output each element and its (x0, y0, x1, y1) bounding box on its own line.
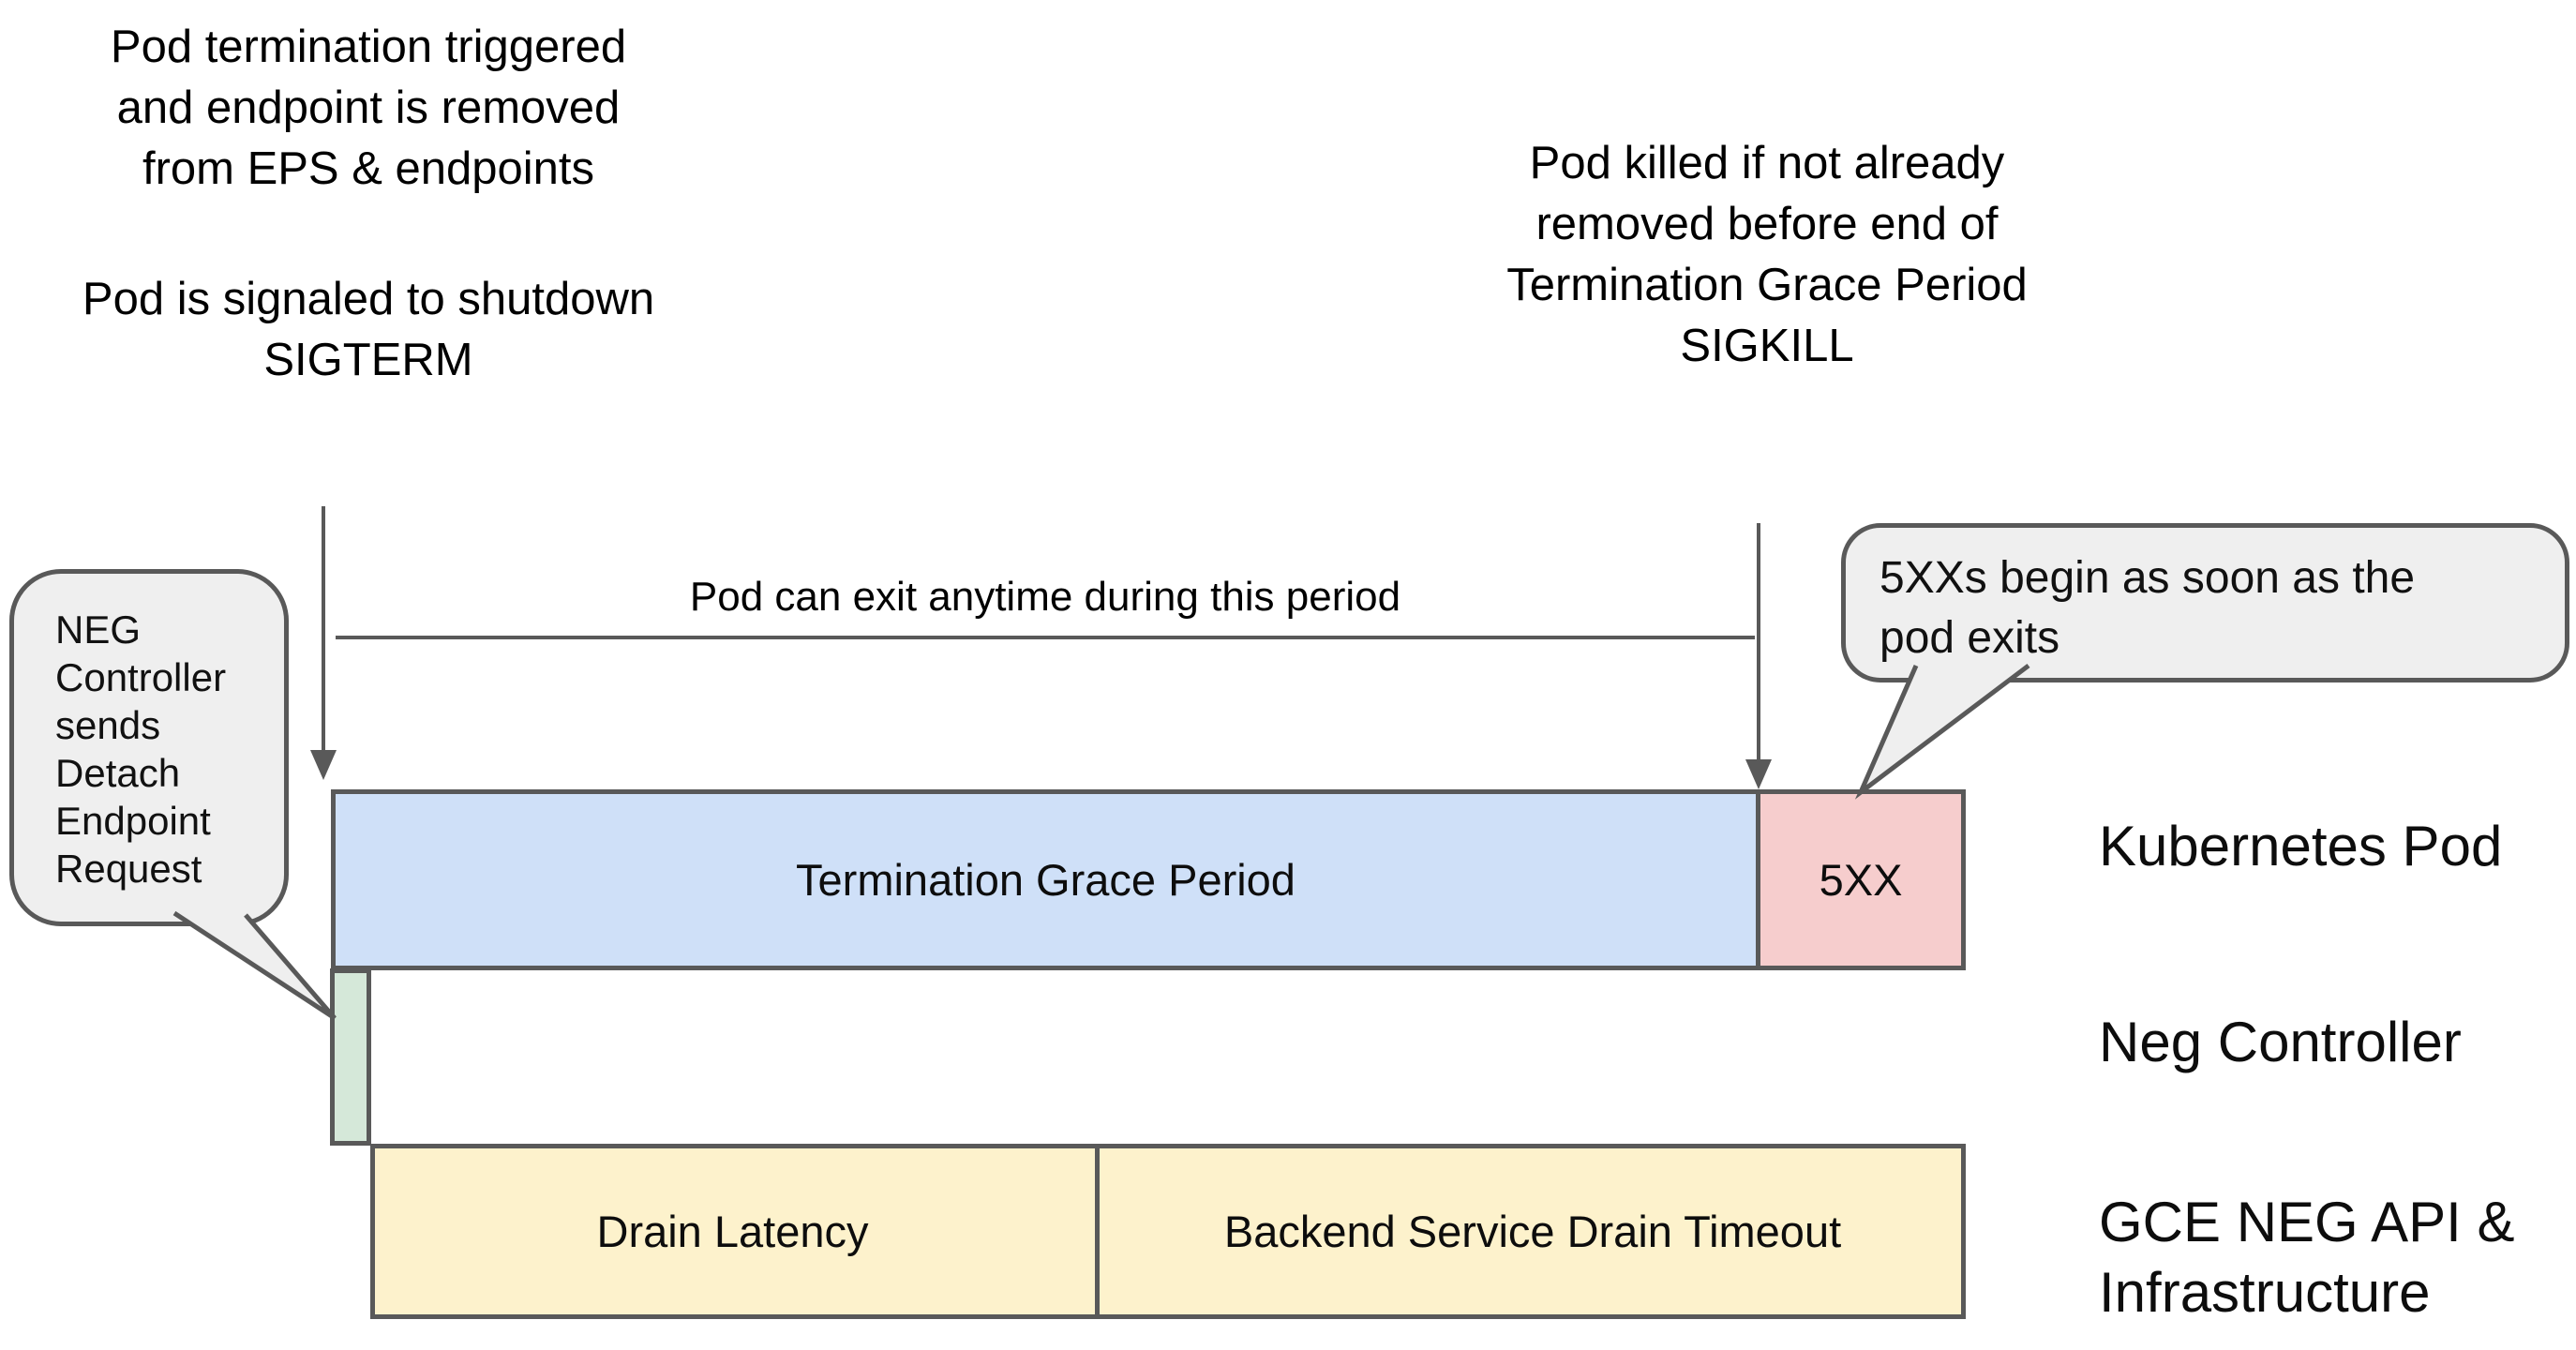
bar-5xx: 5XX (1756, 789, 1966, 970)
sigkill-arrow-line (1757, 523, 1760, 761)
note-pod-signaled-sigterm: Pod is signaled to shutdown SIGTERM (82, 274, 655, 385)
sigterm-arrow-down-icon (310, 750, 337, 780)
bar-drain-timeline (370, 1144, 1966, 1319)
callout-5xx-begin: 5XXs begin as soon as the pod exits (1841, 523, 2569, 682)
exit-period-line (336, 636, 1755, 639)
sigkill-arrow-down-icon (1745, 759, 1772, 789)
row-label-kubernetes-pod: Kubernetes Pod (2099, 815, 2503, 878)
callout-neg-controller-tail (172, 910, 337, 1021)
callout-5xx-tail (1854, 664, 2030, 800)
exit-period-label: Pod can exit anytime during this period (689, 574, 1401, 620)
bar-neg-detach-green (330, 968, 371, 1146)
label-backend-service-drain-timeout: Backend Service Drain Timeout (1223, 1207, 1842, 1256)
callout-neg-controller-detach: NEG Controller sends Detach Endpoint Req… (9, 569, 289, 926)
bar-termination-grace-period-label: Termination Grace Period (796, 855, 1295, 905)
row-label-gce-neg-api: GCE NEG API & Infrastructure (2099, 1191, 2515, 1324)
bar-5xx-label: 5XX (1819, 855, 1903, 905)
bar-termination-grace-period: Termination Grace Period (331, 789, 1760, 970)
row-label-neg-controller: Neg Controller (2099, 1011, 2462, 1073)
drain-divider-line (1095, 1144, 1100, 1319)
sigterm-arrow-line (322, 506, 325, 752)
label-drain-latency: Drain Latency (596, 1207, 869, 1256)
note-pod-killed-sigkill: Pod killed if not already removed before… (1506, 138, 2028, 371)
note-pod-termination: Pod termination triggered and endpoint i… (110, 22, 627, 194)
